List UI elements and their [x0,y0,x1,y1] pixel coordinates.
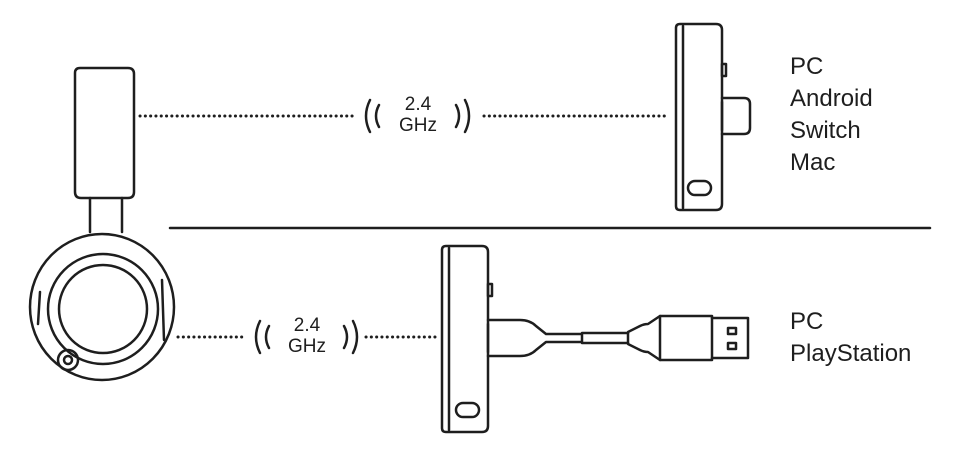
device-label: PlayStation [790,340,912,367]
device-label: Mac [790,149,836,176]
wireless-signal-right-icon [454,98,471,134]
device-label: Android [790,85,873,112]
device-label: PC [790,308,824,335]
wireless-signal-left-icon [364,98,381,134]
frequency-unit: GHz [288,336,326,357]
device-label: PC [790,53,824,80]
bottom-device-list: PC PlayStation [790,306,911,370]
frequency-value: 2.4 [404,94,432,115]
headset-icon [28,66,176,382]
top-device-list: PC Android Switch Mac [790,51,873,179]
usb-a-dongle-icon [440,244,750,434]
usb-c-dongle-icon [674,22,752,212]
device-label: Switch [790,117,861,144]
top-frequency-label: 2.4 GHz [393,94,443,136]
wireless-signal-left-icon [254,319,271,355]
bottom-frequency-label: 2.4 GHz [282,315,332,357]
bottom-wireless-link [176,319,440,355]
frequency-unit: GHz [399,115,437,136]
wireless-signal-right-icon [342,319,359,355]
frequency-value: 2.4 [293,315,321,336]
top-wireless-link [138,98,670,134]
